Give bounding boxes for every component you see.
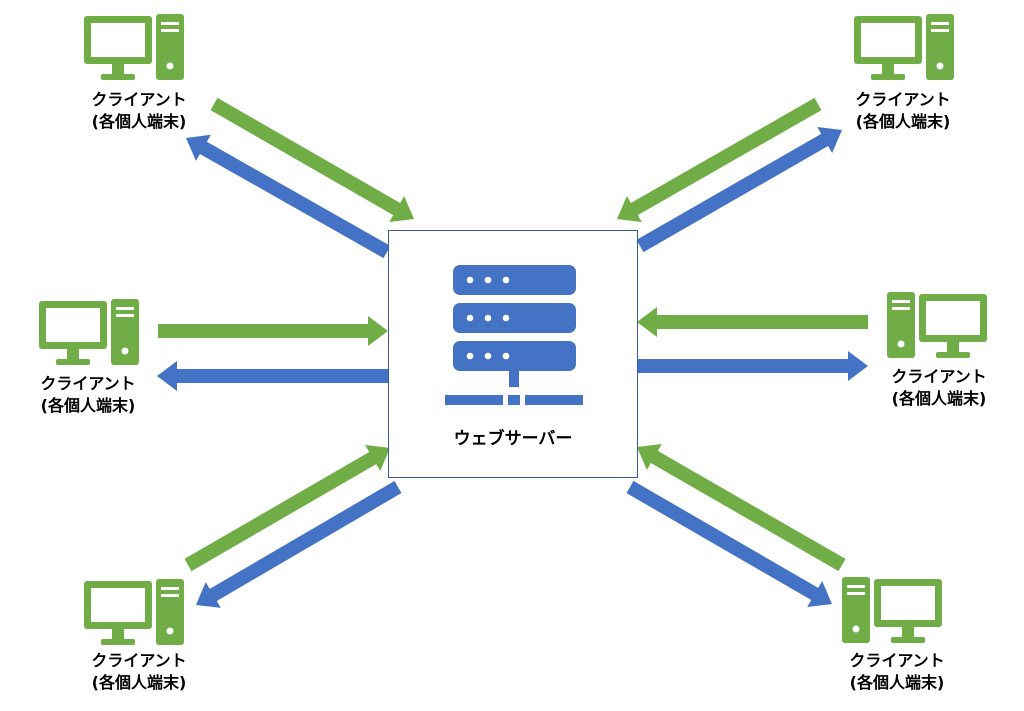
client-name: クライアント [91,651,187,670]
client-sub: (各個人端末) [855,112,951,131]
request-arrow-top-left [210,97,414,222]
client-sub: (各個人端末) [91,112,187,131]
response-arrow-top-right [636,127,842,253]
client-name: クライアント [891,367,987,386]
computer-icon-middle-right [887,292,987,358]
client-sub: (各個人端末) [91,673,187,692]
request-arrow-middle-right [637,307,868,337]
computer-icon-top-right [854,14,954,80]
response-arrow-bottom-right [626,480,832,607]
client-sub: (各個人端末) [40,396,136,415]
computer-icon-bottom-right [842,577,942,643]
client-name: クライアント [91,90,187,109]
client-name: クライアント [855,90,951,109]
client-label-bottom-right: クライアント (各個人端末) [812,650,982,694]
response-arrow-top-left [186,134,391,259]
client-name: クライアント [40,374,136,393]
computer-icon-top-left [84,14,184,80]
request-arrow-bottom-left [184,445,390,572]
client-label-top-right: クライアント (各個人端末) [818,89,988,133]
client-label-middle-right: クライアント (各個人端末) [854,366,1024,410]
client-label-middle-left: クライアント (各個人端末) [3,373,173,417]
request-arrow-bottom-right [637,444,846,572]
response-arrow-bottom-left [196,481,402,608]
server-label: ウェブサーバー [453,429,573,449]
client-name: クライアント [849,651,945,670]
server-box [388,230,638,478]
computer-icon-bottom-left [84,579,184,645]
client-sub: (各個人端末) [891,389,987,408]
request-arrow-middle-left [158,316,388,346]
computer-icon-middle-left [39,299,139,365]
client-sub: (各個人端末) [849,673,945,692]
response-arrow-middle-left [157,361,388,391]
response-arrow-middle-right [637,351,868,381]
server-icon [445,265,583,405]
request-arrow-top-right [617,97,822,223]
client-label-bottom-left: クライアント (各個人端末) [54,650,224,694]
client-label-top-left: クライアント (各個人端末) [54,89,224,133]
